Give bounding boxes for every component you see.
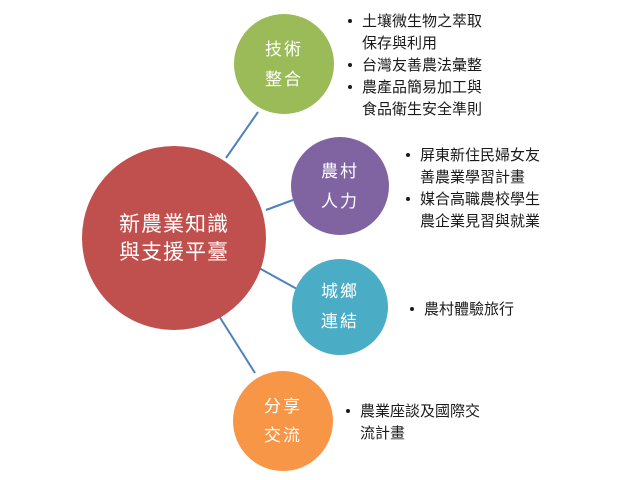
bullet-text: 土壤微生物之萃取	[362, 12, 483, 30]
bullet-continuation: 保存與利用	[362, 34, 438, 52]
bullet-text: 農村體驗旅行	[424, 300, 515, 318]
bullet-dot	[348, 63, 352, 67]
bullet-item: 屏東新住民婦女友	[406, 144, 540, 166]
bullet-item: 農產品簡易加工與	[348, 76, 482, 98]
node-circle-tech	[234, 14, 334, 114]
node-share-line2: 交流	[264, 426, 302, 446]
bullet-item: 土壤微生物之萃取	[348, 10, 482, 32]
bullet-dot	[346, 409, 350, 413]
center-circle	[82, 146, 266, 330]
center-title-line2: 與支援平臺	[119, 240, 229, 264]
bullet-continuation: 食品衛生安全準則	[362, 100, 483, 118]
bullet-list-labor: 屏東新住民婦女友 善農業學習計畫 媒合高職農校學生 農企業見習與就業	[406, 144, 540, 232]
connector-tech	[225, 111, 259, 159]
node-tech-line2: 整合	[265, 70, 303, 90]
bullet-continuation: 流計畫	[360, 424, 406, 442]
bullet-dot	[406, 153, 410, 157]
bullet-list-urban: 農村體驗旅行	[410, 298, 514, 320]
node-circle-share	[233, 371, 333, 471]
connector-labor	[265, 199, 294, 211]
bullet-text: 農業座談及國際交	[360, 402, 481, 420]
connector-share	[218, 315, 256, 374]
node-urban-line2: 連結	[321, 312, 359, 332]
bullet-list-share: 農業座談及國際交 流計畫	[346, 400, 480, 444]
bullet-continuation: 善農業學習計畫	[420, 168, 526, 186]
connector-urban	[258, 267, 298, 290]
bullet-dot	[406, 197, 410, 201]
bullet-text: 農產品簡易加工與	[362, 78, 483, 96]
node-circle-urban	[292, 259, 388, 355]
bullet-dot	[348, 85, 352, 89]
bullet-list-tech: 土壤微生物之萃取 保存與利用 台灣友善農法彙整 農產品簡易加工與 食品衛生安全準…	[348, 10, 482, 120]
bullet-text: 媒合高職農校學生	[420, 190, 541, 208]
bullet-continuation: 農企業見習與就業	[420, 212, 541, 230]
bullet-item: 台灣友善農法彙整	[348, 54, 482, 76]
node-tech-line1: 技術	[265, 40, 303, 60]
bullet-text: 台灣友善農法彙整	[362, 56, 483, 74]
node-circle-labor	[291, 137, 389, 235]
node-share-line1: 分享	[264, 397, 302, 417]
node-urban-line1: 城鄉	[321, 282, 359, 302]
bullet-item: 媒合高職農校學生	[406, 188, 540, 210]
bullet-dot	[348, 19, 352, 23]
node-labor-line1: 農村	[321, 162, 359, 182]
bullet-item: 農村體驗旅行	[410, 298, 514, 320]
bullet-item: 農業座談及國際交	[346, 400, 480, 422]
center-title-line1: 新農業知識	[119, 212, 229, 236]
bullet-dot	[410, 307, 414, 311]
node-labor-line2: 人力	[321, 192, 359, 212]
bullet-text: 屏東新住民婦女友	[420, 146, 541, 164]
